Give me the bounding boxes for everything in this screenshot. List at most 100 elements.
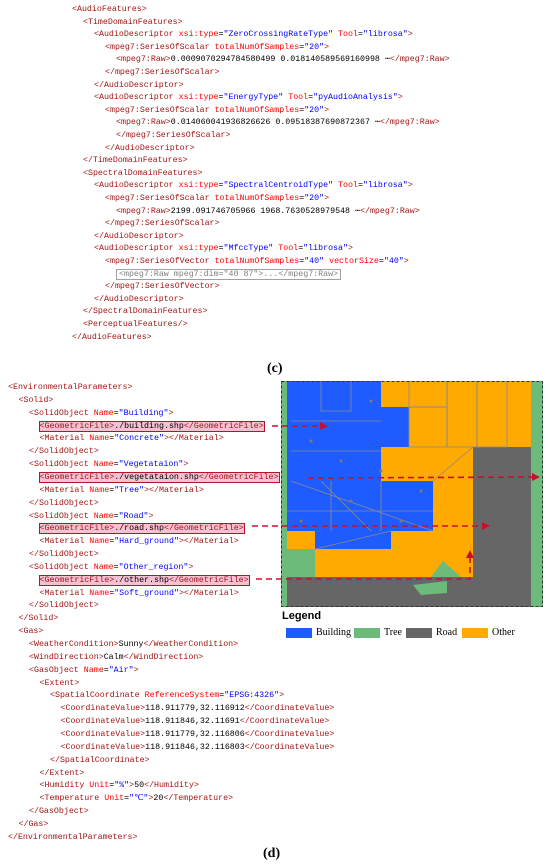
xml-token: "ZeroCrossingRateType" [223,30,334,40]
xml-token: "librosa" [362,30,408,40]
xml-token: Name [93,511,114,521]
xml-token: 2199.091746705966 1968.7630528979548 ⋯ [170,206,360,216]
xml-token: = [298,244,304,254]
xml-token: = [113,562,119,572]
audio-xml-line: <mpeg7:Raw>2199.091746705966 1968.763052… [116,206,420,217]
env-xml-line: </EnvironmentalParameters> [8,832,137,843]
xml-token: <CoordinateValue> [60,742,146,752]
xml-token: </GasObject> [29,807,89,817]
audio-xml-line: <mpeg7:SeriesOfScalar totalNumOfSamples=… [105,105,329,116]
xml-token: <PerceptualFeatures/> [83,320,188,329]
xml-token: > [183,460,189,470]
xml-token: totalNumOfSamples [214,194,300,203]
xml-token: 118.911779,32.116912 [145,704,245,714]
xml-token: = [308,93,314,103]
xml-token: </Solid> [18,614,59,624]
xml-token: = [218,181,224,191]
xml-token: <SpatialCoordinate [50,691,145,701]
env-xml-line: <GeometricFile>./road.shp</GeometricFile… [38,523,245,535]
xml-token: </mpeg7:Raw> [360,206,420,216]
xml-token: <Material [39,485,90,495]
env-xml-line: <GeometricFile>./building.shp</Geometric… [38,420,265,432]
xml-token: Name [89,588,110,598]
env-xml-line: </SolidObject> [29,446,99,457]
xml-token: <GeometricFile> [39,524,115,534]
audio-xml-line: <AudioDescriptor xsi:type="MfccType" Too… [94,243,353,254]
xml-token: <mpeg7:Raw mpeg7:dim="40 87">...</mpeg7:… [116,268,342,280]
audio-xml-line: </mpeg7:SeriesOfScalar> [105,67,220,78]
xml-token: </WeatherCondition> [143,640,239,649]
legend-title: Legend [282,610,322,622]
xml-token: > [188,562,194,572]
xml-token: Name [89,434,110,444]
audio-xml-line: <AudioDescriptor xsi:type="SpectralCentr… [94,180,413,191]
xml-token: = [109,537,115,547]
map-frame [281,381,543,607]
env-xml-line: <WindDirection>Calm</WindDirection> [29,652,203,663]
xml-token: ></Material> [178,588,239,598]
xml-token: 0.014060041936826626 0.09518387690872367… [170,118,380,128]
xml-token: <CoordinateValue> [60,704,146,714]
xml-token: > [347,244,353,254]
xml-token: = [113,460,119,470]
xml-token: = [357,30,363,40]
xml-token: <GeometricFile> [39,421,115,431]
xml-token: </Gas> [18,819,49,829]
env-xml-line: <EnvironmentalParameters> [8,382,132,393]
audio-xml-line: <mpeg7:SeriesOfScalar totalNumOfSamples=… [105,42,329,53]
xml-token: Tool [333,181,358,191]
land-use-map-svg [281,380,543,607]
audio-xml-line: </TimeDomainFeatures> [83,155,188,166]
env-xml-line: <Material Name="Hard_ground"></Material> [40,536,239,547]
geometric-file-highlight: <GeometricFile>./other.shp</GeometricFil… [38,574,250,586]
building-upper [287,381,409,481]
xml-token: Tool [333,30,358,40]
xml-token: vectorSize [324,257,379,266]
audio-xml-line: <SpectralDomainFeatures> [83,168,203,179]
env-xml-line: <SolidObject Name="Building"> [29,408,173,419]
xml-token: </SolidObject> [29,447,99,457]
env-xml-line: <GasObject Name="Air"> [29,665,139,676]
audio-xml-line: </mpeg7:SeriesOfVector> [105,281,220,292]
xml-token: <GeometricFile> [39,472,115,482]
xml-token: "20" [304,194,325,203]
xml-token: Name [89,485,110,495]
xml-token: xsi:type [178,181,219,191]
audio-xml-line: </SpectralDomainFeatures> [83,306,207,317]
xml-token: <mpeg7:Raw> [116,55,171,65]
xml-token: "20" [304,42,325,52]
xml-token: </GeometricFile> [183,421,264,431]
xml-token: xsi:type [178,93,219,103]
xml-token: > [407,181,413,191]
geometric-file-highlight: <GeometricFile>./vegetataion.shp</Geomet… [38,471,280,483]
xml-token: <mpeg7:SeriesOfScalar [105,194,215,203]
xml-token: "librosa" [303,244,348,254]
env-xml-line: <Material Name="Soft_ground"></Material> [40,588,239,599]
xml-token: "Tree" [114,485,145,495]
xml-token: Name [93,460,114,470]
xml-token: <SolidObject [29,562,94,572]
xml-token: "Air" [108,665,134,675]
xml-token: <WeatherCondition> [29,640,119,649]
xml-token: = [299,105,305,115]
env-xml-line: <Humidity Unit="%">50</Humidity> [40,780,199,791]
env-xml-line: <SolidObject Name="Vegetataion"> [29,459,188,470]
tree-strip-left [281,381,287,607]
xml-token: </SpatialCoordinate> [50,755,150,765]
xml-token: <AudioDescriptor [94,181,179,191]
audio-xml-line: <PerceptualFeatures/> [83,319,188,330]
xml-token: Calm [103,652,124,662]
tree-patch-1 [287,549,315,577]
xml-token: </AudioDescriptor> [94,294,184,304]
xml-token: </EnvironmentalParameters> [8,832,138,842]
xml-token: = [124,794,130,804]
audio-xml-line: </AudioDescriptor> [105,143,195,154]
xml-token: Name [89,537,110,547]
xml-token: = [113,511,119,521]
env-xml-line: <CoordinateValue>118.911779,32.116806</C… [61,729,335,740]
xml-token: = [218,244,224,254]
env-xml-line: <Temperature Unit="℃">20</Temperature> [40,793,234,804]
xml-token: = [103,665,109,675]
xml-token: > [148,511,154,521]
